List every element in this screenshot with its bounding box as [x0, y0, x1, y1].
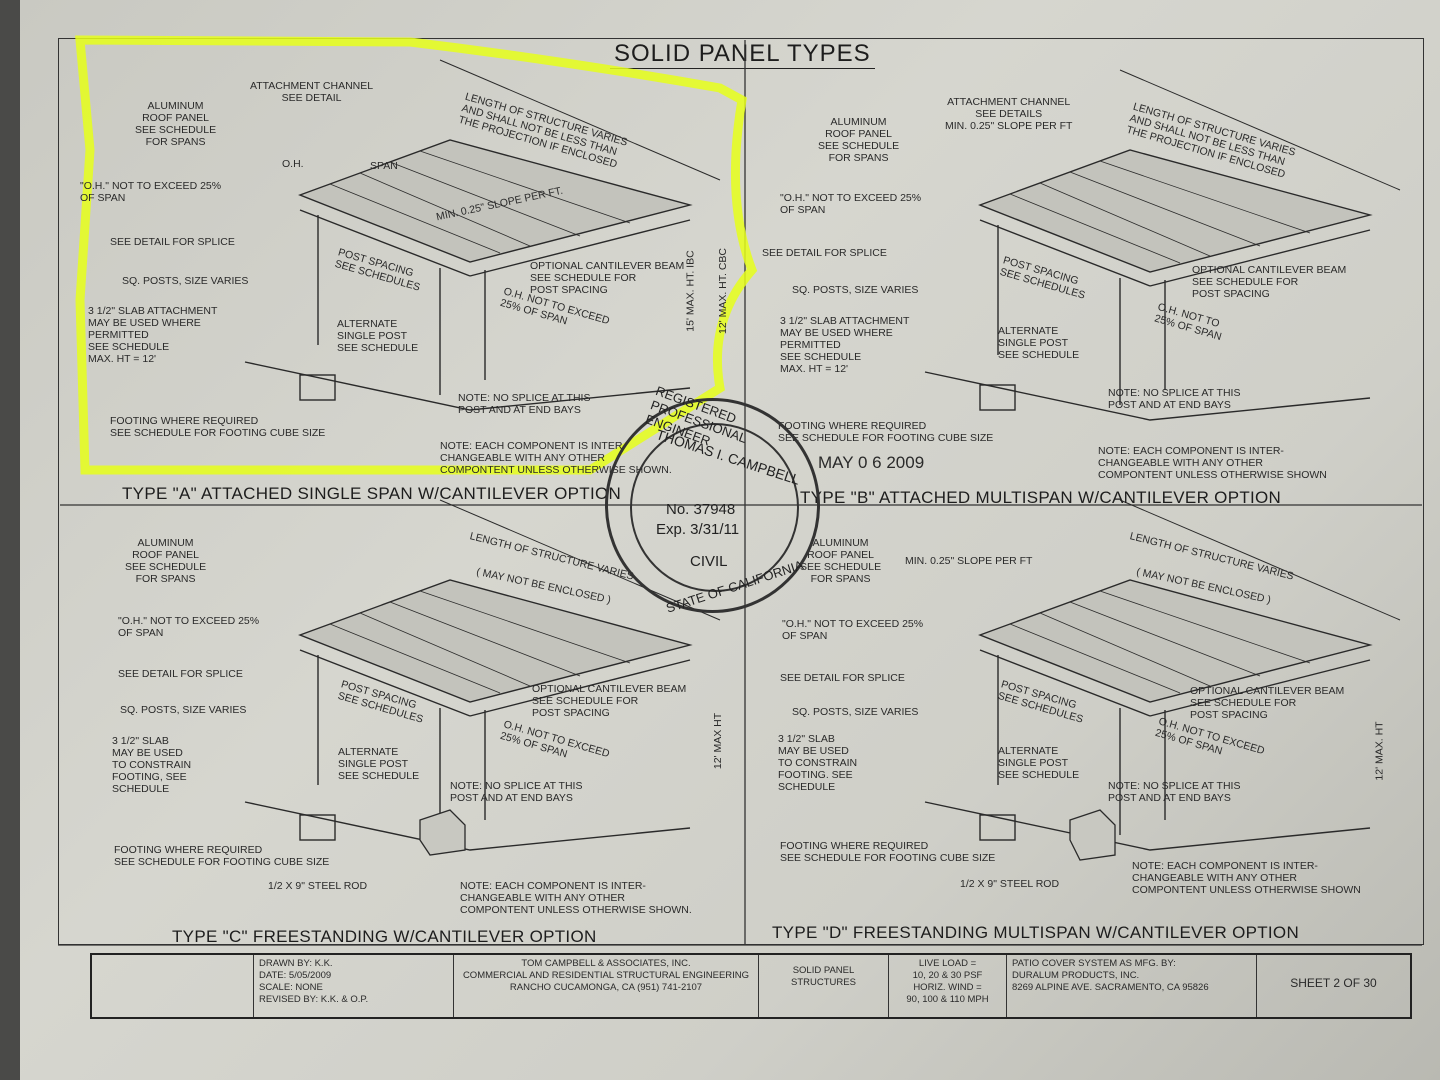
subject: SOLID PANEL STRUCTURES — [759, 955, 889, 1017]
label: SPAN — [370, 160, 398, 172]
caption-type-d: TYPE "D" FREESTANDING MULTISPAN W/CANTIL… — [772, 923, 1300, 942]
label: NOTE: EACH COMPONENT IS INTER- CHANGEABL… — [1132, 860, 1361, 896]
label: ALTERNATE SINGLE POST SEE SCHEDULE — [998, 325, 1080, 361]
label: SQ. POSTS, SIZE VARIES — [120, 704, 247, 716]
label: 1/2 x 9" STEEL ROD — [960, 878, 1060, 890]
label: "O.H." NOT TO EXCEED 25% OF SPAN — [780, 192, 922, 216]
label: FOOTING WHERE REQUIRED SEE SCHEDULE FOR … — [110, 415, 326, 439]
caption-type-a: TYPE "A" ATTACHED SINGLE SPAN W/CANTILEV… — [122, 484, 622, 503]
footing-c — [419, 809, 466, 856]
engineer-seal: REGISTERED PROFESSIONAL ENGINEER THOMAS … — [605, 383, 820, 616]
label: ALUMINUM ROOF PANEL SEE SCHEDULE FOR SPA… — [135, 100, 217, 148]
label: NOTE: EACH COMPONENT IS INTER- CHANGEABL… — [460, 880, 692, 916]
label: SQ. POSTS, SIZE VARIES — [122, 275, 249, 287]
label: 1/2 x 9" STEEL ROD — [268, 880, 368, 892]
label: 12' MAX. HT — [1373, 721, 1386, 781]
label: SQ. POSTS, SIZE VARIES — [792, 706, 919, 718]
design-loads: LIVE LOAD = 10, 20 & 30 psf HORIZ. WIND … — [889, 955, 1007, 1017]
label: ALTERNATE SINGLE POST SEE SCHEDULE — [998, 745, 1080, 781]
drawn-by: DRAWN BY: K.K. — [259, 958, 333, 969]
label: 15' MAX. HT. IBC — [684, 250, 697, 332]
revised-by: REVISED BY: K.K. & O.P. — [259, 994, 369, 1005]
label: O.H. — [282, 158, 304, 170]
date: DATE: 5/05/2009 — [259, 970, 332, 981]
label: FOOTING WHERE REQUIRED SEE SCHEDULE FOR … — [114, 844, 330, 868]
label: ATTACHMENT CHANNEL SEE DETAILS MIN. 0.25… — [945, 96, 1073, 132]
label: ALUMINUM ROOF PANEL SEE SCHEDULE FOR SPA… — [125, 537, 207, 585]
label: SEE DETAIL FOR SPLICE — [762, 247, 887, 259]
label: MIN. 0.25" SLOPE PER FT — [905, 555, 1033, 567]
label: 3 1/2" SLAB ATTACHMENT MAY BE USED WHERE… — [780, 315, 910, 375]
label: ALTERNATE SINGLE POST SEE SCHEDULE — [338, 746, 420, 782]
label: 12' MAX. HT. CBC — [717, 247, 730, 335]
scale: SCALE: NONE — [259, 982, 323, 993]
highlighter-mark — [75, 35, 758, 475]
label: SEE DETAIL FOR SPLICE — [110, 236, 235, 248]
label: NOTE: NO SPLICE AT THIS POST AND AT END … — [1108, 387, 1241, 411]
caption-type-b: TYPE "B" ATTACHED MULTISPAN W/CANTILEVER… — [800, 488, 1282, 507]
label: NOTE: NO SPLICE AT THIS POST AND AT END … — [458, 392, 591, 416]
label: 3 1/2" SLAB MAY BE USED TO CONSTRAIN FOO… — [778, 733, 858, 793]
label: 3 1/2" SLAB ATTACHMENT MAY BE USED WHERE… — [88, 305, 218, 365]
footing-d — [1069, 809, 1116, 861]
label: SEE DETAIL FOR SPLICE — [118, 668, 243, 680]
patio-cover-drawing-a — [244, 59, 721, 411]
received-date-stamp: MAY 0 6 2009 — [818, 453, 925, 472]
label: SEE DETAIL FOR SPLICE — [780, 672, 905, 684]
label: "O.H." NOT TO EXCEED 25% OF SPAN — [80, 180, 222, 204]
manufacturer: PATIO COVER SYSTEM AS MFG. BY: DURALUM P… — [1007, 955, 1257, 1017]
label: ALUMINUM ROOF PANEL SEE SCHEDULE FOR SPA… — [818, 116, 900, 164]
caption-type-c: TYPE "C" FREESTANDING W/CANTILEVER OPTIO… — [172, 927, 597, 946]
title-block: DRAWN BY: K.K. DATE: 5/05/2009 SCALE: NO… — [90, 953, 1412, 1019]
label: FOOTING WHERE REQUIRED SEE SCHEDULE FOR … — [780, 840, 996, 864]
label: 12' MAX HT — [712, 712, 725, 770]
label: OPTIONAL CANTILEVER BEAM SEE SCHEDULE FO… — [1192, 264, 1347, 300]
label: OPTIONAL CANTILEVER BEAM SEE SCHEDULE FO… — [530, 260, 685, 296]
firm-description: COMMERCIAL AND RESIDENTIAL STRUCTURAL EN… — [462, 970, 750, 981]
label: NOTE: NO SPLICE AT THIS POST AND AT END … — [1108, 780, 1241, 804]
label: NOTE: NO SPLICE AT THIS POST AND AT END … — [450, 780, 583, 804]
label: "O.H." NOT TO EXCEED 25% OF SPAN — [118, 615, 260, 639]
label: "O.H." NOT TO EXCEED 25% OF SPAN — [782, 618, 924, 642]
label: SQ. POSTS, SIZE VARIES — [792, 284, 919, 296]
firm-address: RANCHO CUCAMONGA, CA (951) 741-2107 — [509, 982, 703, 993]
label: OPTIONAL CANTILEVER BEAM SEE SCHEDULE FO… — [532, 683, 687, 719]
label: OPTIONAL CANTILEVER BEAM SEE SCHEDULE FO… — [1190, 685, 1345, 721]
sheet-title: SOLID PANEL TYPES — [610, 40, 875, 69]
label: ATTACHMENT CHANNEL SEE DETAIL — [250, 80, 374, 104]
label: NOTE: EACH COMPONENT IS INTER- CHANGEABL… — [1098, 445, 1327, 481]
label: ALTERNATE SINGLE POST SEE SCHEDULE — [337, 318, 419, 354]
label: ALUMINUM ROOF PANEL SEE SCHEDULE FOR SPA… — [800, 537, 882, 585]
label: 3 1/2" SLAB MAY BE USED TO CONSTRAIN FOO… — [112, 735, 192, 795]
firm-name: TOM CAMPBELL & ASSOCIATES, INC. — [521, 958, 691, 969]
sheet-number: SHEET 2 OF 30 — [1290, 976, 1377, 990]
label: FOOTING WHERE REQUIRED SEE SCHEDULE FOR … — [778, 420, 994, 444]
